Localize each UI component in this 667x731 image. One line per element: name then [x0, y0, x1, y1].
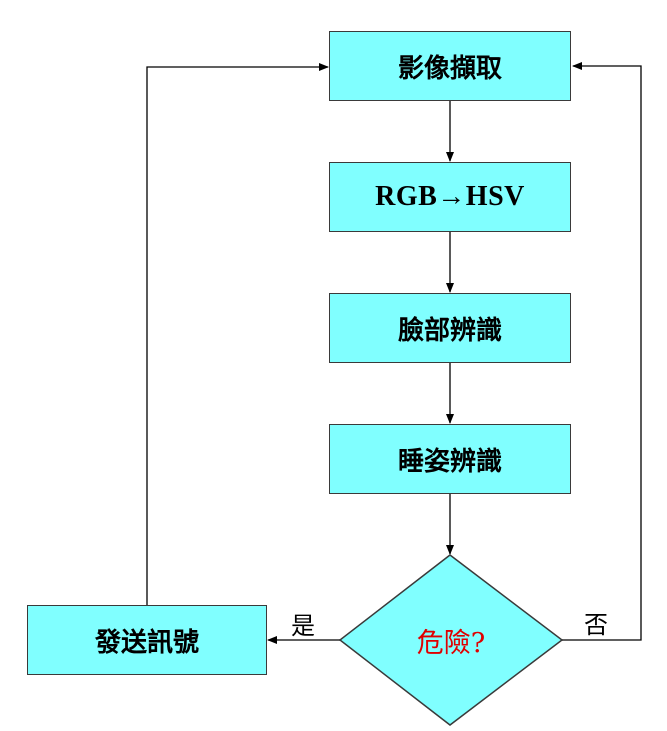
decision-danger-label: 危險?	[416, 627, 486, 659]
node-posture-recognition: 睡姿辨識	[329, 424, 571, 494]
node-image-capture: 影像擷取	[329, 31, 571, 101]
node-posture-recognition-label: 睡姿辨識	[397, 446, 502, 477]
node-send-signal: 發送訊號	[27, 605, 267, 675]
edge-label-no: 否	[584, 611, 608, 639]
edge-label-yes: 是	[291, 612, 315, 640]
node-rgb-to-hsv: RGB→HSV	[329, 162, 571, 232]
node-face-recognition: 臉部辨識	[329, 293, 571, 363]
node-rgb-to-hsv-label: RGB→HSV	[375, 181, 525, 212]
decision-diamond	[338, 554, 564, 726]
arrow-send-loop	[146, 63, 329, 605]
node-send-signal-label: 發送訊號	[94, 627, 199, 658]
node-face-recognition-label: 臉部辨識	[397, 315, 502, 346]
arrow-no-loop	[562, 62, 642, 641]
node-image-capture-label: 影像擷取	[397, 53, 502, 84]
